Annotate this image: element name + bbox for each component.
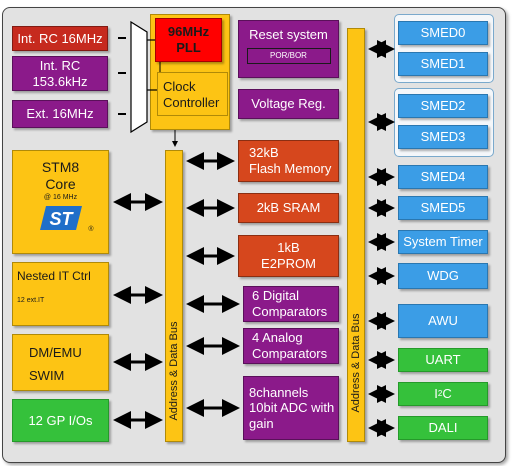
clock-int-rc-153khz-line2: 153.6kHz [32,73,88,89]
smed3-label: SMED3 [420,129,466,145]
sram-label: 2kB SRAM [256,200,321,216]
adc-line1: 8channels [249,384,309,400]
flash-line1: 32kB [249,145,279,161]
dm-emu-line1: DM/EMU [29,345,82,360]
core-line1: STM8 [41,159,80,175]
nested-it-label: Nested IT Ctrl [17,269,91,283]
system-timer-label: System Timer [403,234,483,250]
st-logo-text: ST [49,209,74,229]
uart: UART [398,348,488,372]
adc-line3: gain [249,415,274,431]
nested-it-sub: 12 ext.IT [17,297,45,305]
dm-emu-line2: SWIM [29,367,65,383]
digital-comparators-line1: 6 Digital [252,288,299,304]
reset-system: Reset system POR/BOR [238,20,339,78]
st-logo: ST ® [39,205,94,233]
wdg-label: WDG [427,268,459,284]
pll-block: 96MHz PLL [155,18,222,62]
por-bor-label: POR/BOR [270,50,307,60]
dali: DALI [398,416,488,440]
por-bor-box: POR/BOR [246,47,331,64]
dm-emu-swim: DM/EMU SWIM [12,334,109,391]
smed2: SMED2 [398,94,488,118]
clock-mux-icon [130,20,148,134]
i2c-label-main: I [434,386,438,402]
address-data-bus-right: Address & Data Bus [347,28,365,442]
clock-controller-line1: Clock [163,79,196,94]
core-frequency: @ 16 MHz [43,193,78,201]
gpio-label: 12 GP I/Os [28,412,93,428]
smed3: SMED3 [398,125,488,149]
smed1: SMED1 [398,52,488,76]
smed0: SMED0 [398,21,488,45]
smed2-label: SMED2 [420,98,466,114]
smed0-label: SMED0 [420,25,466,41]
awu-label: AWU [428,313,458,329]
st-logo-icon: ST [39,205,82,230]
digital-comparators-line2: Comparators [252,304,328,319]
clock-controller-line2: Controller [163,94,220,110]
smed4-label: SMED4 [420,169,466,185]
i2c-label-sup: 2 [437,389,443,399]
voltage-reg-label: Voltage Reg. [251,96,326,112]
analog-comparators-line2: Comparators [252,346,328,361]
dali-label: DALI [428,420,458,436]
clock-controller: Clock Controller [157,72,228,116]
smed1-label: SMED1 [420,56,466,72]
stm8-core: STM8 Core @ 16 MHz ST ® [12,150,109,254]
system-timer: System Timer [398,230,488,254]
e2prom-line1: 1kB [277,240,300,256]
uart-label: UART [425,352,461,368]
nested-it-controller: Nested IT Ctrl 12 ext.IT [12,262,109,326]
adc-block: 8channels 10bit ADC with gain [243,376,339,440]
voltage-regulator: Voltage Reg. [238,89,339,119]
analog-comparators-line1: 4 Analog [252,330,303,346]
i2c-label-rest: C [442,386,452,402]
clock-int-rc-16mhz: Int. RC 16MHz [12,26,108,51]
clock-ext-16mhz-label: Ext. 16MHz [26,106,94,122]
smed5-label: SMED5 [420,200,466,216]
e2prom: 1kB E2PROM [238,235,339,277]
clock-int-rc-153khz: Int. RC 153.6kHz [12,56,108,91]
clock-int-rc-16mhz-label: Int. RC 16MHz [17,30,103,46]
sram: 2kB SRAM [238,193,339,223]
smed5: SMED5 [398,196,488,220]
pll-line2: PLL [176,40,201,55]
gpio-block: 12 GP I/Os [12,399,109,442]
analog-comparators: 4 Analog Comparators [243,328,339,364]
digital-comparators: 6 Digital Comparators [243,286,339,322]
address-data-bus-left: Address & Data Bus [165,150,183,442]
reset-system-label: Reset system [249,27,328,42]
wdg: WDG [398,263,488,289]
clock-int-rc-153khz-line1: Int. RC [39,57,81,73]
awu: AWU [398,304,488,338]
e2prom-line2: E2PROM [261,256,316,271]
flash-memory: 32kB Flash Memory [238,140,339,182]
flash-line2: Flash Memory [249,161,332,176]
pll-line1: 96MHz [167,24,210,40]
smed4: SMED4 [398,165,488,189]
adc-line2: 10bit ADC with [249,400,335,416]
core-line2: Core [45,175,76,192]
registered-mark: ® [88,225,94,233]
clock-ext-16mhz: Ext. 16MHz [12,100,108,128]
